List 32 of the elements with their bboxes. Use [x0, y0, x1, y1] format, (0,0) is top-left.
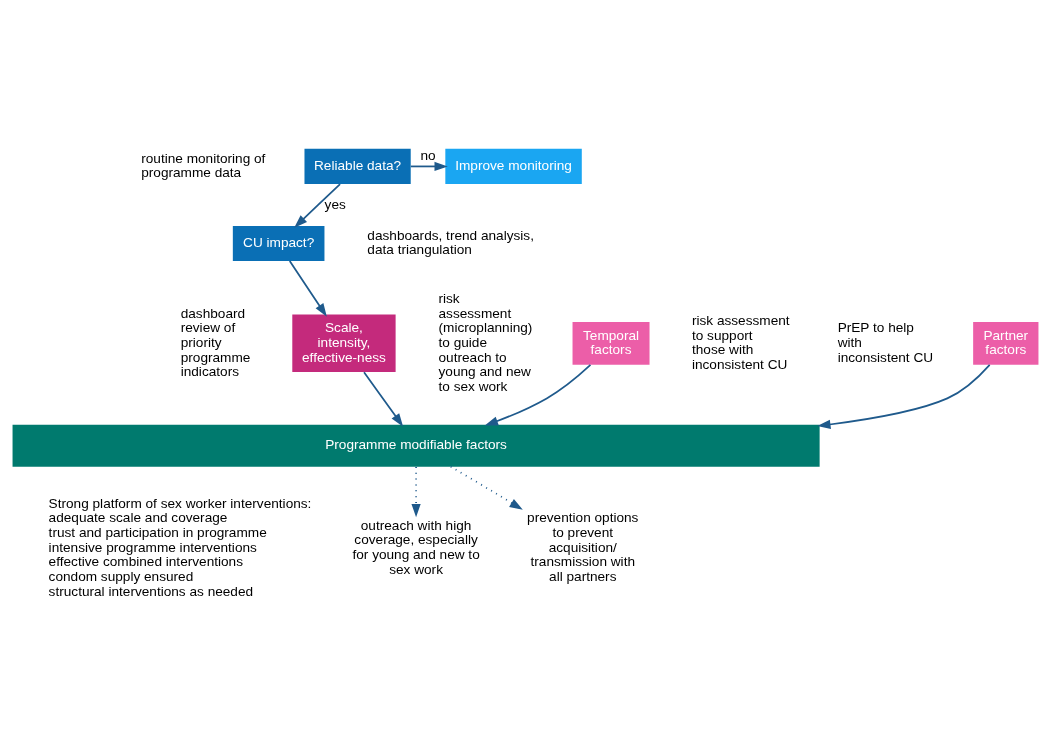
node-text: prevention options to prevent acquisition/ transmission with all partners [527, 510, 639, 584]
label: dashboards, trend analysis, data triangulation [367, 227, 534, 258]
label: risk assessment to support those with inconsistent CU [691, 313, 790, 372]
label: effective combined interventions [48, 554, 244, 570]
label: trust and participation in programme [48, 525, 267, 541]
arrow [817, 364, 991, 429]
label: dashboard review of priority programme indicators [180, 305, 251, 380]
node-box: CU impact? [232, 225, 325, 261]
node-box: Reliable data? [304, 148, 411, 184]
node-box: Partner factors [973, 321, 1039, 365]
edge-label: no [420, 147, 436, 163]
arrow [484, 364, 592, 426]
node-text: outreach with high coverage, especially for young and new to sex work [352, 517, 480, 577]
arrow [294, 183, 341, 228]
label: routine monitoring of programme data [141, 150, 266, 181]
label: adequate scale and coverage [48, 510, 228, 526]
arrow [411, 466, 421, 518]
edge-label: yes [324, 196, 346, 212]
arrow [288, 260, 327, 317]
label: structural interventions as needed [48, 583, 254, 599]
node-box: Programme modifiable factors [12, 424, 820, 467]
node-box: Temporal factors [572, 321, 650, 365]
label: risk assessment (microplanning) to guide outreach to young and new to sex work [438, 291, 533, 394]
node-box: Scale, intensity, effective-ness [292, 314, 396, 373]
arrow [363, 371, 404, 427]
label: condom supply ensured [48, 568, 194, 584]
node-box: Improve monitoring [445, 148, 582, 184]
label: intensive programme interventions [48, 539, 257, 555]
label: PrEP to help with inconsistent CU [837, 320, 934, 365]
arrow [449, 465, 523, 510]
label: Strong platform of sex worker interventions: [48, 495, 312, 511]
arrow [409, 161, 448, 172]
